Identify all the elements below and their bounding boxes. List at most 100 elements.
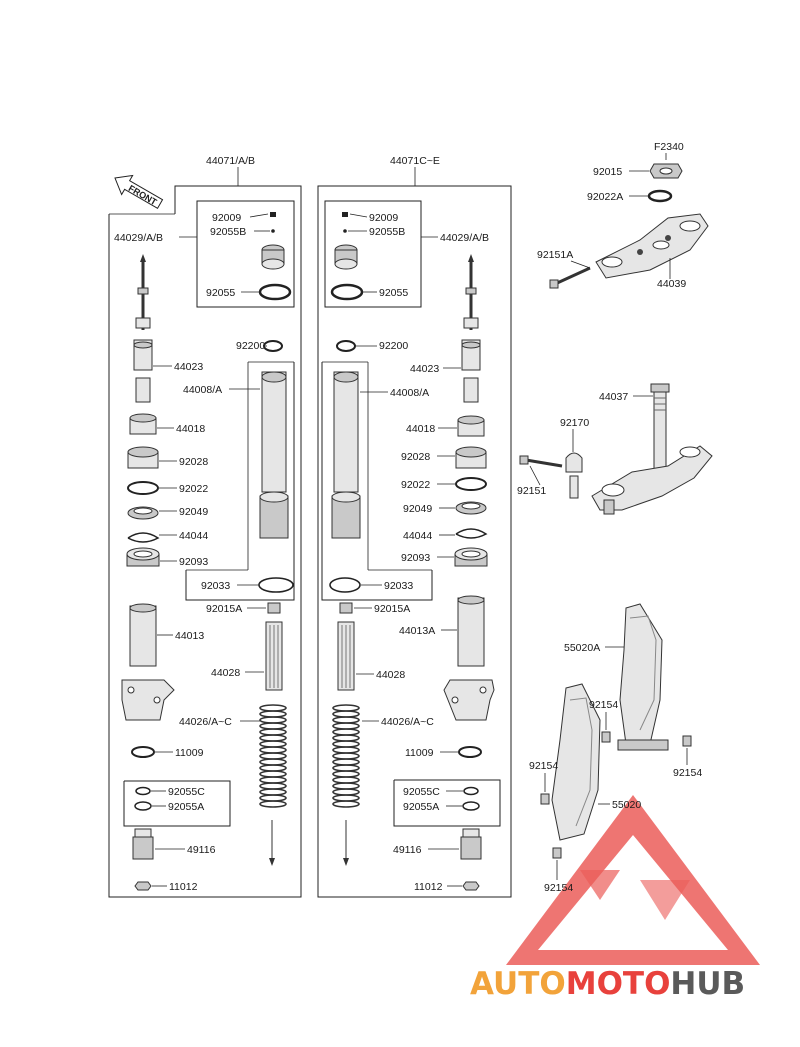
label-92033: 92033 — [201, 580, 230, 592]
watermark-moto: MOTO — [566, 966, 671, 1002]
o-ring-icon — [330, 283, 364, 301]
label-r-92022: 92022 — [401, 479, 430, 491]
watermark-auto: AUTO — [470, 966, 566, 1002]
label-55020: 55020 — [612, 799, 641, 811]
screw-icon — [342, 212, 348, 217]
washer-92022-icon — [127, 481, 159, 495]
cartridge-tube-icon — [133, 339, 153, 403]
bolt-icon — [601, 731, 611, 743]
o-ring-92055c-icon — [463, 786, 479, 796]
fork-spring-icon — [332, 704, 360, 808]
bolt-icon — [552, 847, 562, 859]
label-11012: 11012 — [169, 881, 198, 893]
upper-clamp-assembly: F2340 92015 92022A 92151A 44039 — [537, 141, 709, 290]
bushing-44018-icon — [457, 415, 485, 437]
inner-tube-icon — [331, 371, 361, 539]
left-inner-tube-frame — [185, 362, 295, 601]
watermark-logo — [506, 795, 760, 965]
label-92049: 92049 — [179, 506, 208, 518]
fork-guard-55020a-icon — [617, 603, 669, 751]
label-r-11009: 11009 — [405, 747, 434, 759]
fork-spring-icon — [259, 704, 287, 808]
bushing-92028-icon — [127, 446, 159, 469]
dust-seal-92093-icon — [126, 547, 160, 567]
label-92154-d: 92154 — [544, 882, 573, 894]
right-fork-assembly: 44071C~E 92009 92055B 92055 44029/A/B 92… — [317, 155, 512, 898]
label-44023: 44023 — [174, 361, 203, 373]
label-r-44008: 44008/A — [390, 387, 429, 399]
label-44013: 44013 — [175, 630, 204, 642]
nut-92015a-icon — [267, 602, 281, 614]
left-cap-box — [196, 200, 295, 308]
left-fork-header: 44071/A/B — [206, 155, 255, 167]
lower-clamp-assembly: 44037 92170 92151 — [517, 383, 713, 515]
left-base-valve-box — [123, 780, 231, 827]
o-ring-icon — [258, 283, 292, 301]
base-valve-49116-icon — [132, 828, 154, 860]
oil-seal-92049-icon — [455, 501, 487, 515]
label-r-92049: 92049 — [403, 503, 432, 515]
nut-11012-icon — [134, 881, 152, 891]
top-cap-bolt-icon — [334, 244, 358, 270]
damper-rod-icon — [135, 254, 151, 330]
label-92055: 92055 — [206, 287, 235, 299]
washer-92022a-icon — [647, 189, 673, 203]
watermark-m-shape-2 — [640, 880, 690, 920]
label-92093: 92093 — [179, 556, 208, 568]
label-44029: 44029/A/B — [114, 232, 163, 244]
o-ring-92055c-icon — [135, 786, 151, 796]
ball-icon — [343, 229, 347, 233]
left-fork-frame — [108, 185, 302, 898]
label-r-92015a: 92015A — [374, 603, 410, 615]
label-44044: 44044 — [179, 530, 208, 542]
cartridge-tube-icon — [461, 339, 481, 403]
label-r-44023: 44023 — [410, 363, 439, 375]
label-r-44029: 44029/A/B — [440, 232, 489, 244]
label-r-44044: 44044 — [403, 530, 432, 542]
bolt-92151-icon — [519, 455, 563, 468]
label-44018: 44018 — [176, 423, 205, 435]
right-inner-tube-frame — [321, 362, 433, 601]
watermark-hub: HUB — [670, 966, 745, 1002]
label-92055c: 92055C — [168, 786, 205, 798]
right-fork-frame — [317, 185, 512, 898]
fork-guard-55020-icon — [551, 683, 601, 841]
upper-triple-clamp-icon — [595, 213, 709, 279]
label-r-92055c: 92055C — [403, 786, 440, 798]
front-arrow-badge: FRONT — [114, 174, 164, 210]
label-92055a: 92055A — [168, 801, 204, 813]
label-92022a: 92022A — [587, 191, 623, 203]
steering-stem-44037-icon — [650, 383, 670, 475]
label-92151a: 92151A — [537, 249, 573, 261]
label-r-92009: 92009 — [369, 212, 398, 224]
bolt-icon — [682, 735, 692, 747]
left-fork-assembly: 44071/A/B FRONT 92009 92055B 92055 44029… — [108, 155, 302, 898]
label-r-11012: 11012 — [414, 881, 443, 893]
label-r-92200: 92200 — [379, 340, 408, 352]
damper-rod-icon — [463, 254, 479, 330]
label-r-92028: 92028 — [401, 451, 430, 463]
label-92200: 92200 — [236, 340, 265, 352]
label-55020a: 55020A — [564, 642, 600, 654]
front-badge-text: FRONT — [127, 183, 159, 207]
o-ring-92055a-icon — [462, 801, 480, 811]
o-ring-92033-icon — [258, 577, 294, 593]
label-92154-b: 92154 — [673, 767, 702, 779]
label-44028: 44028 — [211, 667, 240, 679]
dust-seal-92093-icon — [454, 547, 488, 567]
base-valve-49116-icon — [460, 828, 482, 860]
spring-guide-44028-icon — [265, 621, 283, 691]
label-r-92055a: 92055A — [403, 801, 439, 813]
ball-icon — [271, 229, 275, 233]
oil-seal-92049-icon — [127, 506, 159, 520]
bolt-92151a-icon — [549, 266, 591, 289]
outer-tube-44013a-icon — [443, 595, 495, 721]
outer-tube-44013-icon — [121, 603, 175, 721]
label-r-44028: 44028 — [376, 669, 405, 681]
label-r-92093: 92093 — [401, 552, 430, 564]
label-92170: 92170 — [560, 417, 589, 429]
circlip-44044-icon — [455, 528, 488, 539]
label-r-44018: 44018 — [406, 423, 435, 435]
label-r-92055: 92055 — [379, 287, 408, 299]
